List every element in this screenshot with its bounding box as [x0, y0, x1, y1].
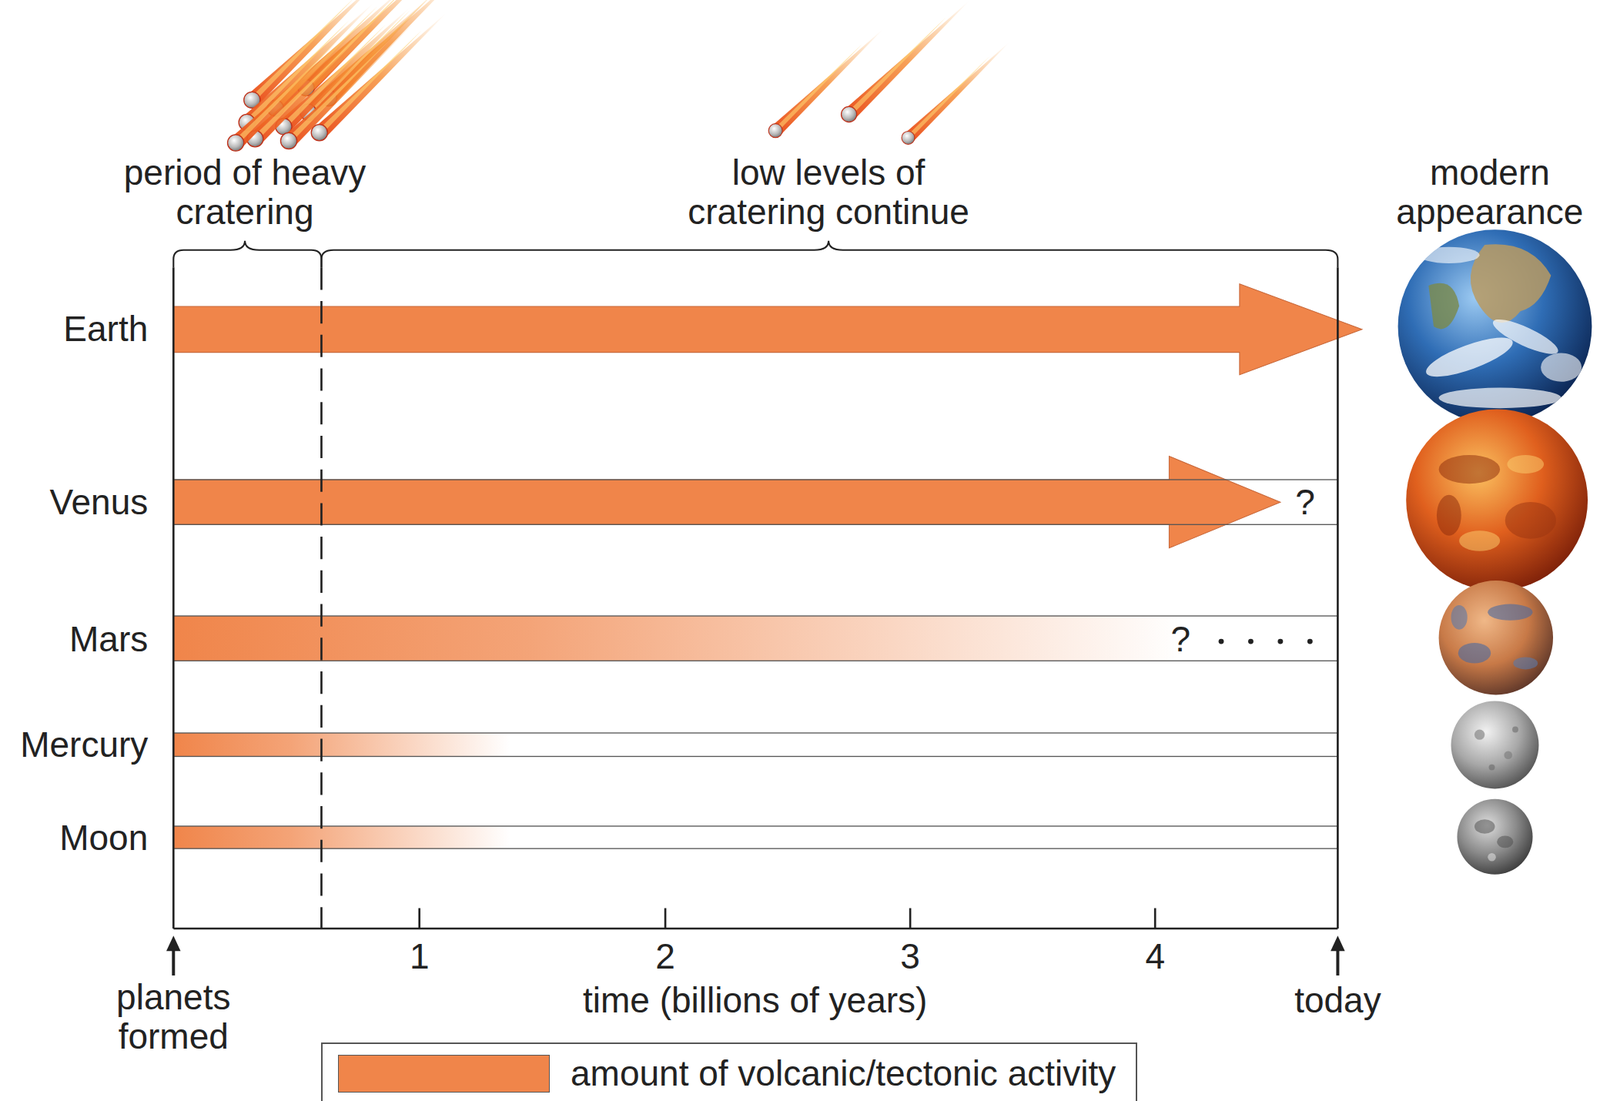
bar-outline — [173, 479, 1338, 525]
tick-label: 3 — [900, 936, 921, 976]
activity-arrow — [173, 283, 1363, 375]
uncertainty-mark: ? — [1295, 482, 1316, 523]
uncertainty-mark: ? — [1171, 619, 1192, 659]
brace — [173, 241, 322, 268]
activity-fade — [173, 733, 510, 757]
bar-outline — [173, 826, 1338, 849]
dotted-continuation — [1278, 639, 1284, 645]
dotted-continuation — [1307, 639, 1313, 645]
axis-arrowhead — [1330, 935, 1346, 951]
annotation: period of heavy cratering — [90, 153, 399, 232]
today-line — [1336, 267, 1339, 929]
activity-arrow — [173, 455, 1281, 548]
legend-text: amount of volcanic/tectonic activity — [570, 1054, 1116, 1093]
bar-outline — [173, 733, 1338, 757]
dotted-continuation — [1248, 639, 1254, 645]
tick-label: 2 — [655, 936, 676, 976]
bar-shape — [173, 733, 1338, 757]
planet-name: Mercury — [20, 724, 148, 764]
legend: amount of volcanic/tectonic activity — [321, 1042, 1138, 1101]
tick-label: 1 — [409, 936, 430, 976]
heavy-cratering-end — [320, 267, 323, 929]
activity-fade — [173, 826, 510, 849]
legend-swatch — [338, 1054, 550, 1093]
planet-name: Venus — [49, 482, 148, 523]
moon-image — [1456, 799, 1533, 875]
annotation: today — [1294, 980, 1382, 1020]
time-axis — [173, 908, 1338, 976]
bar-shape — [173, 306, 1338, 353]
activity-bar: Earth — [173, 306, 1338, 353]
activity-fade — [173, 615, 1184, 661]
axis-arrowhead — [166, 935, 181, 951]
planet-name: Mars — [69, 619, 148, 659]
venus-image — [1405, 408, 1588, 591]
tick-label: 4 — [1144, 936, 1165, 976]
bar-shape — [173, 826, 1338, 849]
annotation: low levels of cratering continue — [670, 153, 987, 232]
planet-name: Moon — [59, 818, 148, 858]
mercury-image — [1451, 700, 1540, 789]
brace — [321, 241, 1338, 268]
meteors — [768, 0, 1011, 144]
meteor-swarm — [227, 0, 457, 151]
dotted-continuation — [1218, 639, 1225, 645]
activity-bar: Mars? — [173, 615, 1338, 661]
activity-bar: Mercury — [173, 733, 1338, 757]
bar-shape — [173, 479, 1338, 525]
annotation: time (billions of years) — [582, 980, 928, 1020]
annotation: planets formed — [96, 978, 251, 1057]
earth-image — [1398, 229, 1593, 424]
annotation: modern appearance — [1389, 153, 1590, 232]
mars-image — [1439, 580, 1554, 695]
start-line — [172, 267, 175, 929]
activity-bar: Venus? — [173, 479, 1338, 525]
planet-name: Earth — [63, 309, 148, 349]
activity-bar: Moon — [173, 826, 1338, 849]
bar-shape — [173, 615, 1338, 661]
bar-outline — [173, 615, 1338, 661]
